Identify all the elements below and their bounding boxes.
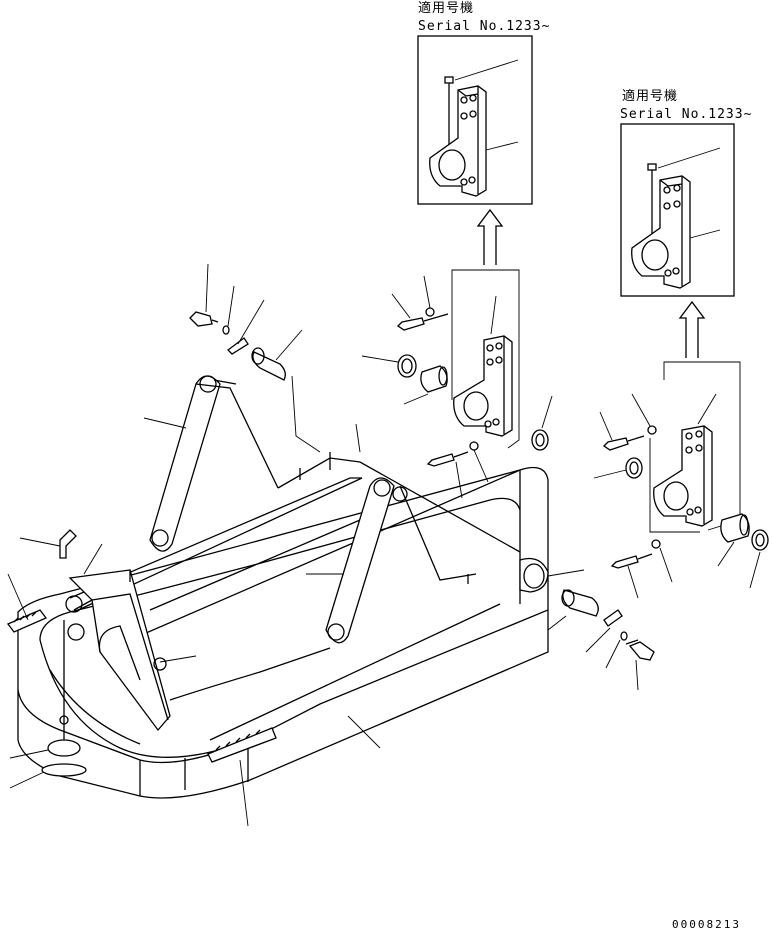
inset-1-frame — [417, 35, 533, 205]
main-frame — [6, 375, 655, 827]
inset-1-title: 適用号機 — [418, 0, 474, 16]
inset-1-serial: Serial No.1233~ — [418, 19, 550, 34]
inset-1-bolt — [444, 59, 519, 145]
cluster-bracket-1 — [361, 269, 553, 499]
left-pin-parts — [189, 263, 321, 453]
inset-2-bracket — [631, 175, 721, 289]
arrow-up-1 — [476, 208, 504, 265]
inset-1-bracket — [429, 85, 519, 197]
inset-2-serial: Serial No.1233~ — [620, 107, 752, 122]
inset-2-title: 適用号機 — [622, 88, 678, 104]
arrow-up-2 — [678, 300, 706, 358]
inset-box-2: 適用号機 Serial No.1233~ — [620, 88, 752, 297]
cluster-bracket-2 — [593, 361, 769, 599]
drawing-number: 00008213 — [672, 918, 741, 931]
inset-box-1: 適用号機 Serial No.1233~ — [417, 0, 550, 205]
inset-2-frame — [620, 123, 735, 297]
inset-2-bolt — [647, 147, 721, 235]
